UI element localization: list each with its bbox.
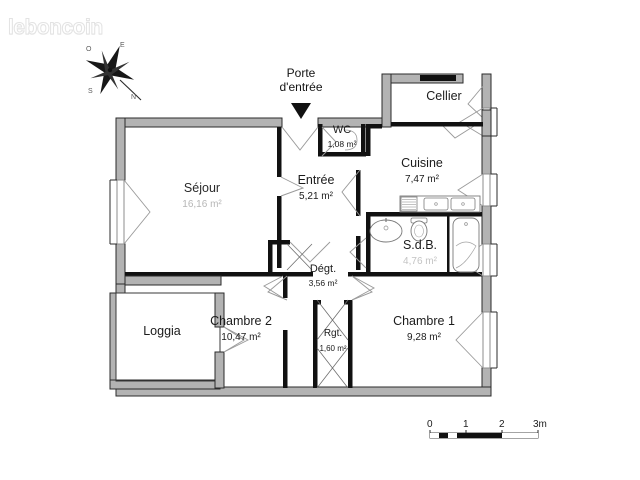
entry-door-note-line2: d'entrée — [279, 80, 323, 94]
compass-label-west: O — [86, 46, 92, 53]
room-label-cuisine: Cuisine 7,47 m² — [380, 156, 464, 186]
compass-rose-icon — [85, 45, 135, 95]
cellier-door — [442, 85, 484, 139]
window-cellier-top — [420, 75, 456, 81]
interior-walls — [125, 124, 482, 388]
room-area-sdb: 4,76 m² — [403, 256, 437, 267]
scale-tick-0: 0 — [427, 419, 433, 430]
room-label-sejour: Séjour 16,16 m² — [160, 181, 244, 211]
room-name-sejour: Séjour — [183, 181, 221, 195]
loggia-outline — [115, 292, 221, 382]
bathroom-fixtures — [369, 217, 480, 273]
cellier-bottom-wall — [391, 122, 483, 127]
toilet-icon — [410, 217, 428, 242]
scale-tick-2: 2 — [499, 419, 505, 430]
room-area-wc: 1,08 m² — [327, 139, 357, 149]
loggia-partition — [124, 275, 225, 389]
compass-needle-line — [119, 79, 142, 101]
room-label-loggia: Loggia — [130, 324, 194, 341]
kitchen-fixtures — [399, 195, 481, 213]
window-sejour-left — [109, 179, 151, 245]
room-name-chambre1: Chambre 1 — [393, 314, 455, 328]
room-area-chambre2: 10,47 m² — [221, 332, 261, 343]
room-area-entree: 5,21 m² — [299, 191, 333, 202]
scale-tick-1: 1 — [463, 419, 469, 430]
compass-label-east: E — [120, 42, 125, 49]
compass-label-north: N — [131, 94, 137, 101]
room-name-cellier: Cellier — [426, 89, 462, 103]
cellier-right-wall — [481, 109, 492, 137]
room-label-chambre1: Chambre 1 9,28 m² — [378, 314, 470, 344]
room-label-entree: Entrée 5,21 m² — [278, 173, 354, 203]
room-name-wc: WC — [332, 124, 352, 136]
room-area-cuisine: 7,47 m² — [405, 174, 439, 185]
entry-door-note: Porte d'entrée — [266, 66, 336, 94]
room-label-chambre2: Chambre 2 10,47 m² — [194, 314, 288, 344]
room-label-wc: WC 1,08 m² — [318, 123, 366, 151]
room-name-chambre2: Chambre 2 — [210, 314, 272, 328]
room-name-degt: Dégt. — [309, 263, 337, 275]
wc-fixture — [344, 129, 358, 151]
door-arcs — [223, 126, 375, 389]
room-name-sdb: S.d.B. — [402, 238, 438, 252]
room-name-rgt: Rgt. — [323, 328, 343, 339]
room-area-chambre1: 9,28 m² — [407, 332, 441, 343]
compass-label-south: S — [88, 88, 93, 95]
room-area-rgt: 1,60 m² — [319, 344, 347, 353]
room-label-sdb: S.d.B. 4,76 m² — [383, 238, 457, 268]
room-area-sejour: 16,16 m² — [182, 199, 222, 210]
room-label-rgt: Rgt. 1,60 m² — [314, 327, 352, 355]
room-name-cuisine: Cuisine — [401, 156, 443, 170]
entry-door-arrow-icon — [291, 103, 311, 119]
room-name-loggia: Loggia — [143, 324, 181, 338]
scale-tick-3m: 3m — [533, 419, 547, 430]
room-label-cellier: Cellier — [412, 89, 476, 106]
room-label-degt: Dégt. 3,56 m² — [296, 262, 350, 290]
entry-door-note-line1: Porte — [286, 66, 316, 80]
room-name-entree: Entrée — [297, 173, 335, 187]
room-area-degt: 3,56 m² — [308, 278, 338, 288]
scale-bar-graphic — [429, 430, 539, 439]
